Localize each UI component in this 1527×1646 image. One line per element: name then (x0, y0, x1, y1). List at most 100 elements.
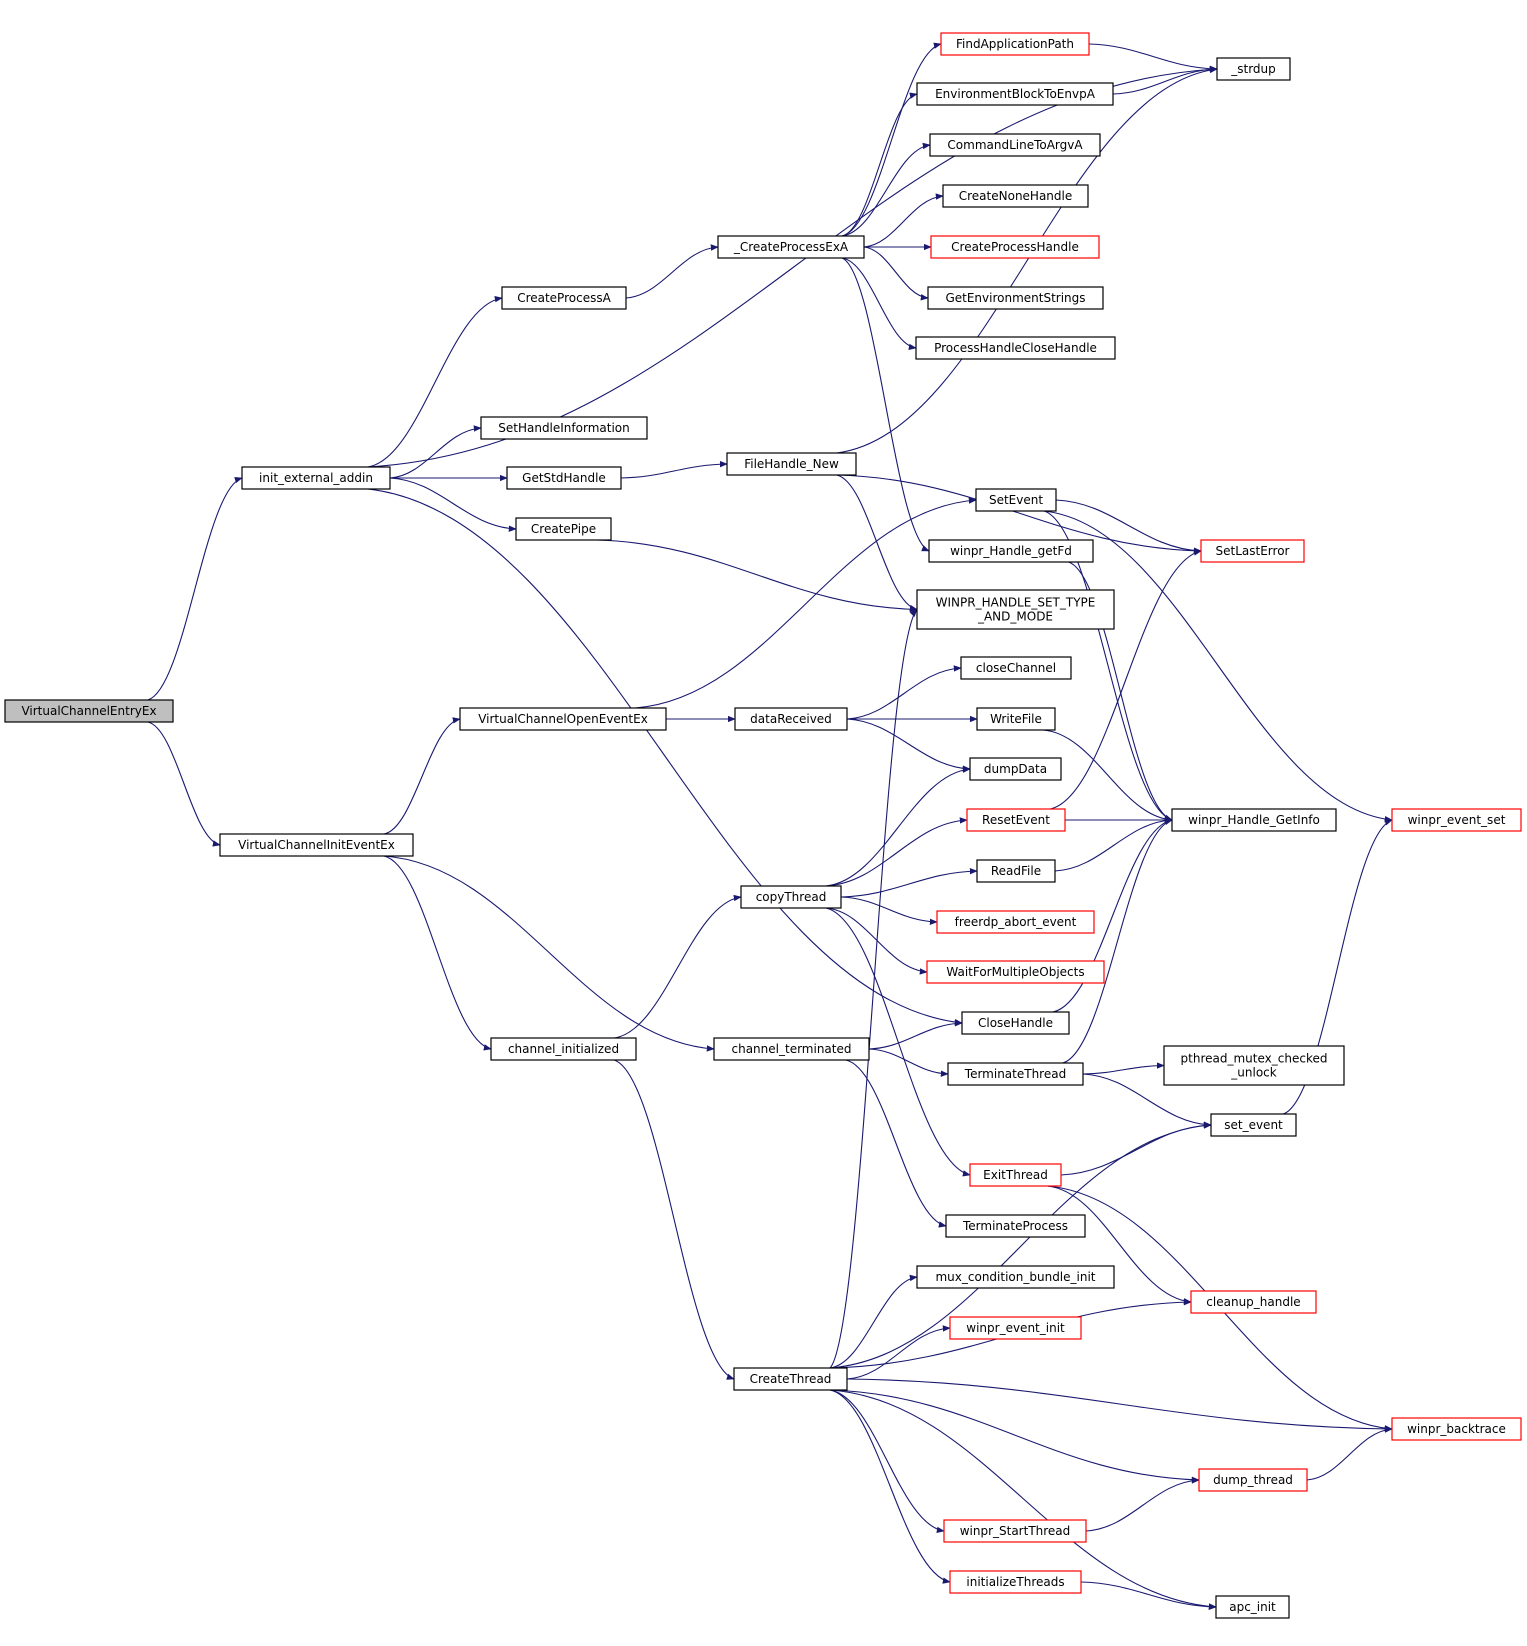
node-cleanup-handle[interactable]: cleanup_handle (1190, 1290, 1317, 1314)
edge-createthread-to-winpr-handle-set-type-and-mode (829, 608, 918, 1369)
node-initializethreads[interactable]: initializeThreads (949, 1570, 1082, 1594)
node-box (928, 539, 1094, 563)
node-datareceived[interactable]: dataReceived (734, 707, 848, 731)
node-box (966, 808, 1066, 832)
node-sethandleinformation[interactable]: SetHandleInformation (480, 416, 648, 440)
node-label: WINPR_HANDLE_SET_TYPE_AND_MODE (936, 596, 1096, 624)
node-box (726, 452, 857, 476)
node-box (1163, 1045, 1345, 1086)
edge-createthread-to-initializethreads (829, 1389, 951, 1584)
node-box (1200, 539, 1305, 563)
node-closehandle[interactable]: CloseHandle (961, 1011, 1070, 1035)
node-createpipe[interactable]: CreatePipe (515, 517, 612, 541)
node-createthread[interactable]: CreateThread (733, 1367, 848, 1391)
edge-createthread-to-winpr-startthread (829, 1389, 945, 1534)
node-copythread[interactable]: copyThread (740, 885, 842, 909)
edge-init-external-addin-to-closehandle (367, 488, 963, 1026)
node-box (717, 235, 865, 259)
node-label: TerminateThread (964, 1067, 1066, 1081)
node-box (515, 517, 612, 541)
node-label: SetHandleInformation (498, 421, 629, 435)
node-readfile[interactable]: ReadFile (976, 859, 1056, 883)
node-environmentblocktoenvpa[interactable]: EnvironmentBlockToEnvpA (916, 82, 1114, 106)
node-closechannel[interactable]: closeChannel (960, 656, 1072, 680)
node-box (961, 1011, 1070, 1035)
node-winpr-backtrace[interactable]: winpr_backtrace (1391, 1417, 1522, 1441)
node-label: GetStdHandle (522, 471, 606, 485)
node-box (1210, 1113, 1297, 1137)
node-label: TerminateProcess (962, 1219, 1068, 1233)
node-apc-init[interactable]: apc_init (1215, 1595, 1290, 1619)
node-label: ResetEvent (982, 813, 1050, 827)
node-virtualchannelentryex[interactable]: VirtualChannelEntryEx (4, 699, 174, 723)
node-label: winpr_backtrace (1407, 1422, 1506, 1436)
edge-terminatethread-to-winpr-handle-getinfo (1062, 818, 1173, 1064)
node-resetevent[interactable]: ResetEvent (966, 808, 1066, 832)
node-label: CommandLineToArgvA (947, 138, 1083, 152)
node-mux-condition-bundle-init[interactable]: mux_condition_bundle_init (916, 1265, 1115, 1289)
node-label: freerdp_abort_event (955, 915, 1077, 929)
node-filehandle-new[interactable]: FileHandle_New (726, 452, 857, 476)
node-label: winpr_event_init (966, 1321, 1065, 1335)
node-channel-initialized[interactable]: channel_initialized (490, 1037, 637, 1061)
node-box (713, 1037, 870, 1061)
edge-channel-terminated-to-closehandle (868, 1020, 963, 1050)
node-set-event[interactable]: set_event (1210, 1113, 1297, 1137)
node-findapplicationpath[interactable]: FindApplicationPath (940, 32, 1090, 56)
node-terminatethread[interactable]: TerminateThread (947, 1062, 1084, 1086)
node-processhandleclosehandle[interactable]: ProcessHandleCloseHandle (915, 336, 1116, 360)
node-winpr-event-init[interactable]: winpr_event_init (949, 1316, 1082, 1340)
node-box (969, 1163, 1062, 1187)
node-createnonehandle[interactable]: CreateNoneHandle (942, 184, 1089, 208)
node-strdup[interactable]: _strdup (1216, 57, 1291, 81)
node-winpr-handle-getinfo[interactable]: winpr_Handle_GetInfo (1171, 808, 1337, 832)
node-createprocesshandle[interactable]: CreateProcessHandle (930, 235, 1100, 259)
node-freerdp-abort-event[interactable]: freerdp_abort_event (936, 910, 1095, 934)
node-dump-thread[interactable]: dump_thread (1198, 1468, 1308, 1492)
node-box (949, 1570, 1082, 1594)
edge-createthread-to-dump-thread (830, 1389, 1200, 1483)
node-box (927, 286, 1104, 310)
edge-filehandle-new-to-setlasterror (836, 474, 1202, 555)
node-label: pthread_mutex_checked_unlock (1181, 1052, 1328, 1080)
node-createprocessa[interactable]: CreateProcessA (501, 286, 627, 310)
node-exitthread[interactable]: ExitThread (969, 1163, 1062, 1187)
node-winpr-startthread[interactable]: winpr_StartThread (943, 1519, 1087, 1543)
node-dumpdata[interactable]: dumpData (969, 757, 1062, 781)
node-winpr-event-set[interactable]: winpr_event_set (1391, 808, 1522, 832)
node-label: dumpData (984, 762, 1047, 776)
node-createprocessexa[interactable]: _CreateProcessExA (717, 235, 865, 259)
edge-virtualchannelentryex-to-init-external-addin (147, 477, 243, 701)
node-init-external-addin[interactable]: init_external_addin (241, 466, 391, 490)
edge-findapplicationpath-to-strdup (1088, 43, 1218, 73)
node-terminateprocess[interactable]: TerminateProcess (945, 1214, 1086, 1238)
edge-channel-terminated-to-terminateprocess (845, 1059, 947, 1228)
node-getstdhandle[interactable]: GetStdHandle (506, 466, 622, 490)
node-winpr-handle-set-type-and-mode[interactable]: WINPR_HANDLE_SET_TYPE_AND_MODE (916, 589, 1115, 630)
node-channel-terminated[interactable]: channel_terminated (713, 1037, 870, 1061)
node-setevent[interactable]: SetEvent (975, 488, 1057, 512)
node-label: FindApplicationPath (956, 37, 1074, 51)
edge-createthread-to-winpr-backtrace (846, 1378, 1393, 1433)
node-box (949, 1316, 1082, 1340)
node-pthread-mutex-checked-unlock[interactable]: pthread_mutex_checked_unlock (1163, 1045, 1345, 1086)
node-writefile[interactable]: WriteFile (976, 707, 1056, 731)
node-box (930, 235, 1100, 259)
node-commandlinetoargva[interactable]: CommandLineToArgvA (929, 133, 1101, 157)
edge-filehandle-new-to-strdup (836, 66, 1218, 454)
node-virtualchannelopeneventex[interactable]: VirtualChannelOpenEventEx (459, 707, 667, 731)
node-virtualchanneliniteventex[interactable]: VirtualChannelInitEventEx (219, 833, 414, 857)
node-setlasterror[interactable]: SetLastError (1200, 539, 1305, 563)
edge-closehandle-to-winpr-handle-getinfo (1052, 818, 1173, 1013)
edge-init-external-addin-to-sethandleinformation (389, 425, 482, 479)
node-waitformultipleobjects[interactable]: WaitForMultipleObjects (926, 960, 1105, 984)
node-getenvironmentstrings[interactable]: GetEnvironmentStrings (927, 286, 1104, 310)
node-label: GetEnvironmentStrings (945, 291, 1085, 305)
edge-copythread-to-waitformultipleobjects (825, 907, 928, 975)
node-label: WriteFile (990, 712, 1042, 726)
edge-init-external-addin-to-strdup (367, 66, 1218, 468)
node-label: winpr_Handle_GetInfo (1188, 813, 1320, 827)
node-label: SetEvent (989, 493, 1043, 507)
node-box (942, 184, 1089, 208)
node-winpr-handle-getfd[interactable]: winpr_Handle_getFd (928, 539, 1094, 563)
